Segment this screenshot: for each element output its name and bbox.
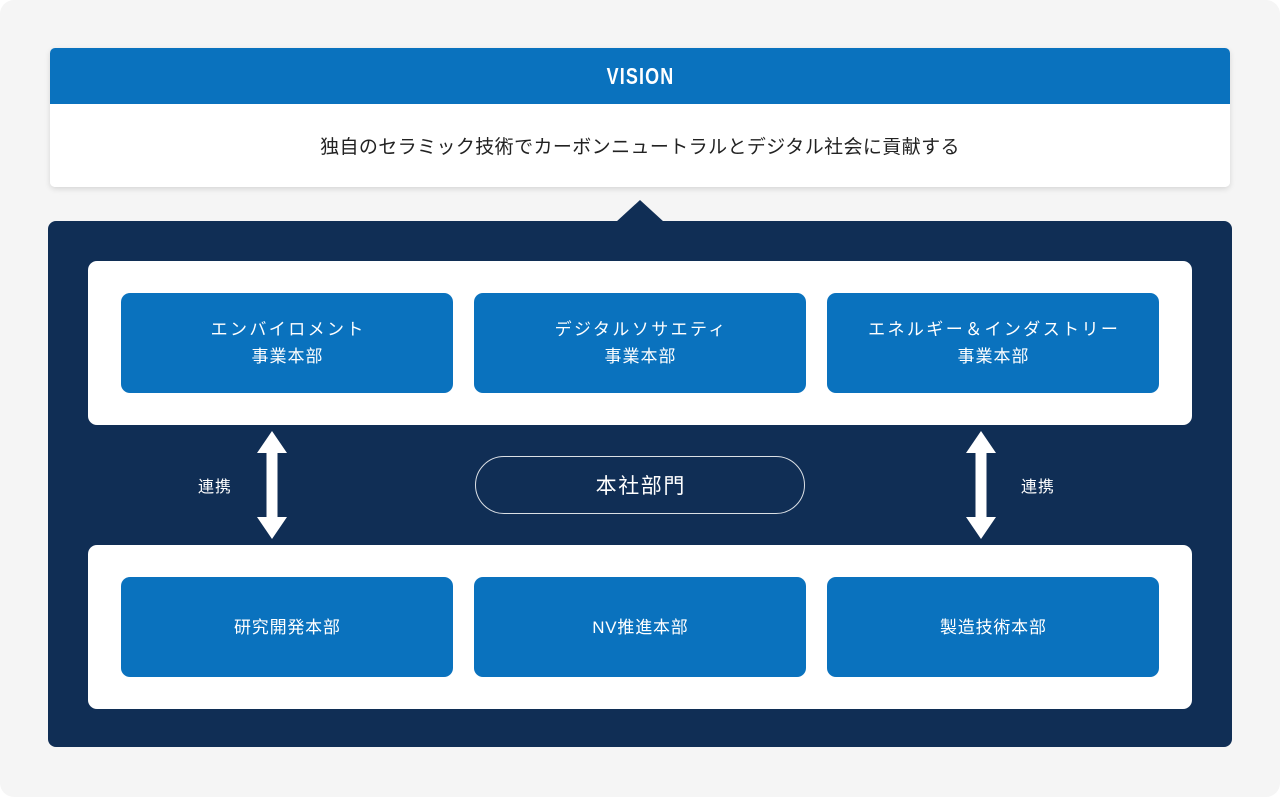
business-division-band-top: エンバイロメント 事業本部 デジタルソサエティ 事業本部 エネルギー＆インダスト… [88, 261, 1192, 425]
vision-to-org-connector-triangle-icon [616, 200, 664, 222]
headquarters-pill[interactable]: 本社部門 [475, 456, 805, 514]
vision-statement: 独自のセラミック技術でカーボンニュートラルとデジタル社会に貢献する [320, 137, 960, 158]
unit-label-line1: エンバイロメント [210, 320, 366, 339]
unit-box-nv-promotion[interactable]: NV推進本部 [474, 577, 806, 677]
double-arrow-vertical-icon [257, 431, 288, 539]
unit-label-line1: エネルギー＆インダストリー [868, 320, 1121, 339]
linkage-left: 連携 [198, 425, 288, 545]
unit-box-energy-industry[interactable]: エネルギー＆インダストリー 事業本部 [827, 293, 1159, 393]
unit-label-line1: デジタルソサエティ [554, 320, 728, 339]
unit-box-manufacturing-technology[interactable]: 製造技術本部 [827, 577, 1159, 677]
vision-body: 独自のセラミック技術でカーボンニュートラルとデジタル社会に貢献する [50, 104, 1230, 187]
vision-title: VISION [606, 62, 674, 89]
vision-card: VISION 独自のセラミック技術でカーボンニュートラルとデジタル社会に貢献する [50, 48, 1230, 187]
unit-label-line2: 事業本部 [251, 347, 324, 366]
vision-header: VISION [50, 48, 1230, 104]
linkage-label-left: 連携 [198, 479, 233, 496]
organization-panel: エンバイロメント 事業本部 デジタルソサエティ 事業本部 エネルギー＆インダスト… [48, 221, 1232, 747]
unit-label-line2: 事業本部 [957, 347, 1030, 366]
unit-box-research-development[interactable]: 研究開発本部 [121, 577, 453, 677]
unit-box-digital-society[interactable]: デジタルソサエティ 事業本部 [474, 293, 806, 393]
unit-label-line1: 研究開発本部 [233, 617, 341, 637]
linkage-right: 連携 [965, 425, 1055, 545]
unit-label-line1: 製造技術本部 [939, 617, 1047, 637]
double-arrow-vertical-icon [966, 431, 996, 539]
linkage-label-right: 連携 [1021, 479, 1056, 496]
business-division-band-bottom: 研究開発本部 NV推進本部 製造技術本部 [88, 545, 1192, 709]
unit-label-line1: NV推進本部 [592, 617, 689, 637]
unit-label-line2: 事業本部 [604, 347, 677, 366]
unit-box-environment[interactable]: エンバイロメント 事業本部 [121, 293, 453, 393]
headquarters-label: 本社部門 [595, 475, 686, 498]
linkage-band: 連携 本社部門 連携 [48, 425, 1232, 545]
